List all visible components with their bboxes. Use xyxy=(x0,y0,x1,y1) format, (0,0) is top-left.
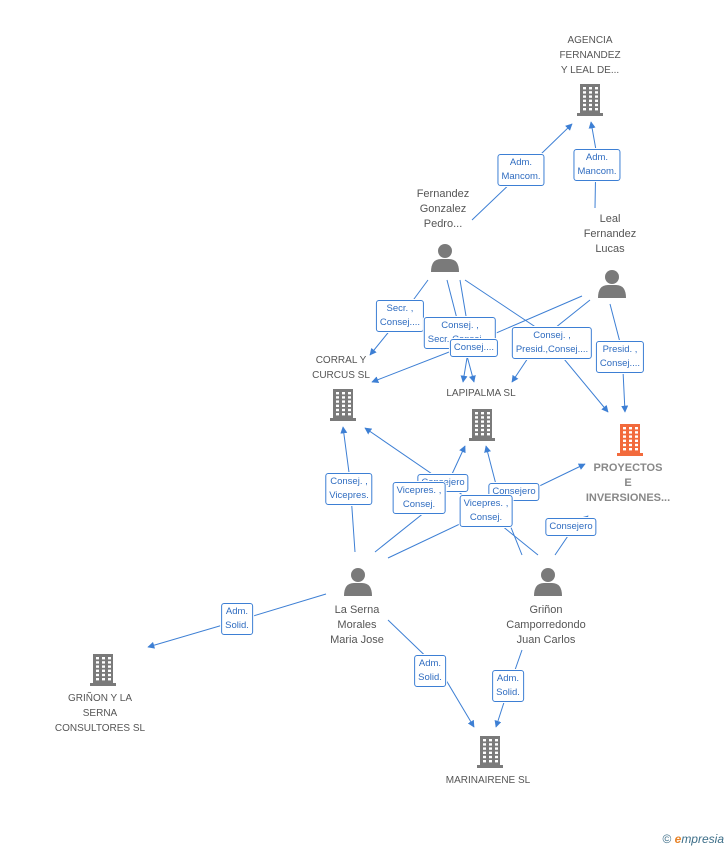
edge-leal-corral-label[interactable]: Consej. , Presid.,Consej.... xyxy=(511,327,593,359)
edge-laserna-marinairene-label[interactable]: Adm. Solid. xyxy=(414,655,446,687)
edge-laserna-corral-label[interactable]: Consej. , Vicepres. xyxy=(325,473,373,505)
node-proyectos-inversiones-label[interactable]: PROYECTOS E INVERSIONES... xyxy=(585,462,671,504)
edge-laserna-grinonserna-label[interactable]: Adm. Solid. xyxy=(221,603,253,635)
node-grinon-camporredondo-person-icon[interactable] xyxy=(534,568,562,596)
node-agencia-fernandez-building-icon[interactable] xyxy=(577,84,603,116)
edge-grinon-proyectos-label[interactable]: Consejero xyxy=(545,518,597,536)
node-lapipalma-label[interactable]: LAPIPALMA SL xyxy=(446,388,516,399)
node-proyectos-inversiones-building-icon[interactable] xyxy=(617,424,643,456)
node-agencia-fernandez-label[interactable]: AGENCIA FERNANDEZ Y LEAL DE... xyxy=(559,35,621,76)
edge-fernandez-corral-label[interactable]: Secr. , Consej.... xyxy=(375,300,425,332)
node-grinon-serna-consultores-label[interactable]: GRIÑON Y LA SERNA CONSULTORES SL xyxy=(54,693,146,734)
edge-grinon-marinairene-label[interactable]: Adm. Solid. xyxy=(492,670,524,702)
edge-leal-proyectos-label[interactable]: Presid. , Consej.... xyxy=(595,341,645,373)
node-fernandez-gonzalez-person-icon[interactable] xyxy=(431,244,459,272)
copyright-symbol: © xyxy=(662,832,672,846)
brand-logo-e: e xyxy=(674,832,682,846)
node-la-serna-morales-label[interactable]: La Serna Morales Maria Jose xyxy=(330,604,384,646)
footer-brand[interactable]: © empresia xyxy=(662,832,724,846)
node-leal-fernandez-person-icon[interactable] xyxy=(598,270,626,298)
edge-fernandez-lapipalma-2-label[interactable]: Consej.... xyxy=(449,339,499,357)
edge-fernandez-agencia-label[interactable]: Adm. Mancom. xyxy=(497,154,545,186)
node-la-serna-morales-person-icon[interactable] xyxy=(344,568,372,596)
node-marinairene-building-icon[interactable] xyxy=(477,736,503,768)
edge-fernandez-lapipalma-line xyxy=(446,279,476,383)
edge-grinon-corral-label[interactable]: Vicepres. , Consej. xyxy=(459,495,513,527)
edge-laserna-proyectos-label[interactable]: Vicepres. , Consej. xyxy=(392,482,446,514)
node-grinon-serna-consultores-building-icon[interactable] xyxy=(90,654,116,686)
edge-leal-agencia-label[interactable]: Adm. Mancom. xyxy=(573,149,621,181)
node-corral-curcus-label[interactable]: CORRAL Y CURCUS SL xyxy=(312,355,370,381)
node-grinon-camporredondo-label[interactable]: Griñon Camporredondo Juan Carlos xyxy=(506,604,586,646)
node-marinairene-label[interactable]: MARINAIRENE SL xyxy=(445,775,531,786)
node-leal-fernandez-label[interactable]: Leal Fernandez Lucas xyxy=(583,213,637,255)
node-corral-curcus-building-icon[interactable] xyxy=(330,389,356,421)
node-fernandez-gonzalez-label[interactable]: Fernandez Gonzalez Pedro... xyxy=(416,188,470,230)
node-lapipalma-building-icon[interactable] xyxy=(469,409,495,441)
brand-logo-text: mpresia xyxy=(681,832,724,846)
